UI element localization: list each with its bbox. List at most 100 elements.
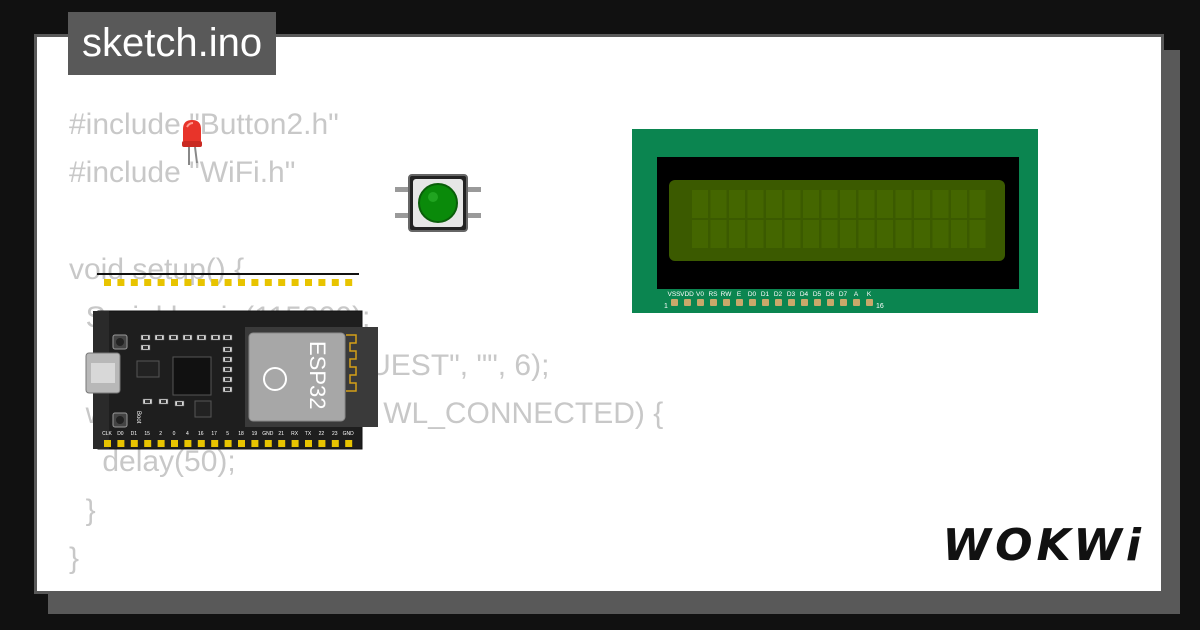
esp32-pin[interactable] — [305, 440, 312, 447]
esp32-pin-label: EN — [333, 293, 340, 299]
esp32-pin-label: 27 — [213, 293, 219, 299]
esp32-pin[interactable] — [104, 279, 111, 286]
esp32-pin[interactable] — [331, 440, 339, 447]
esp32-pin[interactable] — [157, 440, 165, 447]
esp32-pin[interactable] — [197, 279, 205, 286]
lcd-pin[interactable] — [749, 299, 756, 306]
esp32-pin-label: GND — [170, 293, 182, 299]
lcd-char-cell — [692, 220, 708, 248]
esp32-pin[interactable] — [130, 279, 138, 286]
esp32-pin[interactable] — [264, 440, 272, 447]
esp32-pin-label: 16 — [198, 431, 204, 437]
lcd-char-cell — [821, 220, 838, 248]
esp32-pin[interactable] — [197, 440, 205, 447]
lcd-pin-number-last: 16 — [876, 303, 884, 310]
esp32-pin[interactable] — [331, 279, 339, 286]
lcd-char-cell — [803, 190, 819, 218]
esp32-pin[interactable] — [184, 440, 192, 447]
esp32-pin[interactable] — [157, 279, 165, 286]
lcd-char-cell — [969, 220, 986, 248]
esp32-pin[interactable] — [264, 279, 272, 286]
lcd-char-cell — [858, 190, 875, 218]
esp32-pin[interactable] — [238, 279, 245, 286]
esp32-pin-label: 0 — [173, 431, 176, 437]
lcd-pin[interactable] — [762, 299, 769, 306]
esp32-pin[interactable] — [291, 279, 299, 286]
lcd-pin[interactable] — [775, 299, 782, 306]
esp32-pin[interactable] — [305, 279, 312, 286]
lcd-char-cell — [747, 190, 764, 218]
esp32-pin[interactable] — [238, 440, 245, 447]
esp32-pin[interactable] — [224, 279, 232, 286]
green-pushbutton[interactable] — [393, 173, 485, 235]
lcd-pin-label: VDD — [680, 291, 694, 298]
lcd-pin[interactable] — [697, 299, 704, 306]
lcd-char-cell — [784, 220, 801, 248]
esp32-pin[interactable] — [345, 440, 353, 447]
esp32-pin-label: 4 — [186, 431, 189, 437]
lcd-pin[interactable] — [866, 299, 873, 306]
esp32-pin[interactable] — [318, 279, 326, 286]
esp32-pin[interactable] — [117, 279, 125, 286]
esp32-pin[interactable] — [144, 279, 152, 286]
lcd-char-cell — [729, 190, 745, 218]
esp32-pin-label: D2 — [146, 293, 153, 299]
lcd-pin[interactable] — [684, 299, 691, 306]
lcd-char-cell — [877, 190, 893, 218]
lcd-char-cell — [858, 220, 875, 248]
code-line: #include "Button2.h" — [69, 108, 339, 141]
lcd-char-cell — [747, 220, 764, 248]
esp32-pin[interactable] — [251, 440, 259, 447]
lcd-pin[interactable] — [814, 299, 821, 306]
lcd-char-cell — [951, 220, 967, 248]
esp32-pin[interactable] — [278, 440, 286, 447]
esp32-pin[interactable] — [224, 440, 232, 447]
lcd-pin[interactable] — [827, 299, 834, 306]
red-led[interactable] — [177, 117, 207, 167]
esp32-pin[interactable] — [130, 440, 138, 447]
esp32-pin[interactable] — [278, 279, 286, 286]
lcd-pin[interactable] — [801, 299, 808, 306]
esp32-pin[interactable] — [184, 279, 192, 286]
lcd-pin[interactable] — [671, 299, 678, 306]
simulation-canvas[interactable]: #include "Button2.h" #include "WiFi.h" v… — [34, 34, 1164, 594]
lcd-pin[interactable] — [788, 299, 795, 306]
esp32-pin[interactable] — [211, 440, 219, 447]
file-name-tab[interactable]: sketch.ino — [68, 12, 277, 75]
esp32-pin-label: D1 — [131, 431, 138, 437]
esp32-pin-label: 19 — [252, 431, 258, 437]
usb-uart-chip — [172, 356, 212, 396]
antenna-trace — [346, 334, 357, 392]
lcd-pin[interactable] — [840, 299, 847, 306]
smd-components — [140, 334, 233, 407]
esp32-pin[interactable] — [251, 279, 259, 286]
lcd-pin[interactable] — [853, 299, 860, 306]
esp32-pin-label: 18 — [238, 431, 244, 437]
esp32-pin[interactable] — [211, 279, 219, 286]
esp32-pin-label: VN — [306, 293, 313, 299]
esp32-pin[interactable] — [171, 279, 178, 286]
esp32-pin[interactable] — [291, 440, 299, 447]
lcd-pin-label: RW — [721, 291, 733, 298]
esp32-pin[interactable] — [318, 440, 326, 447]
lcd-pin-number-first: 1 — [664, 303, 668, 310]
esp32-pin[interactable] — [345, 279, 353, 286]
lcd-pin-label: E — [737, 291, 742, 298]
lcd-pin-label: D6 — [826, 291, 835, 298]
esp32-pin[interactable] — [171, 440, 178, 447]
esp32-pin-label: GND — [262, 431, 274, 437]
lcd-pin[interactable] — [710, 299, 717, 306]
lcd-pin[interactable] — [736, 299, 743, 306]
esp32-pin[interactable] — [117, 440, 125, 447]
lcd-pin-label: VSS — [667, 291, 681, 298]
esp32-pin-label: 5V — [105, 293, 112, 299]
lcd-pin[interactable] — [723, 299, 730, 306]
esp32-pin-label: 23 — [332, 431, 338, 437]
esp32-pin[interactable] — [104, 440, 111, 447]
esp32-pin[interactable] — [144, 440, 152, 447]
lcd-pin-label: D5 — [813, 291, 822, 298]
esp32-pin-label: CMD — [116, 293, 128, 299]
